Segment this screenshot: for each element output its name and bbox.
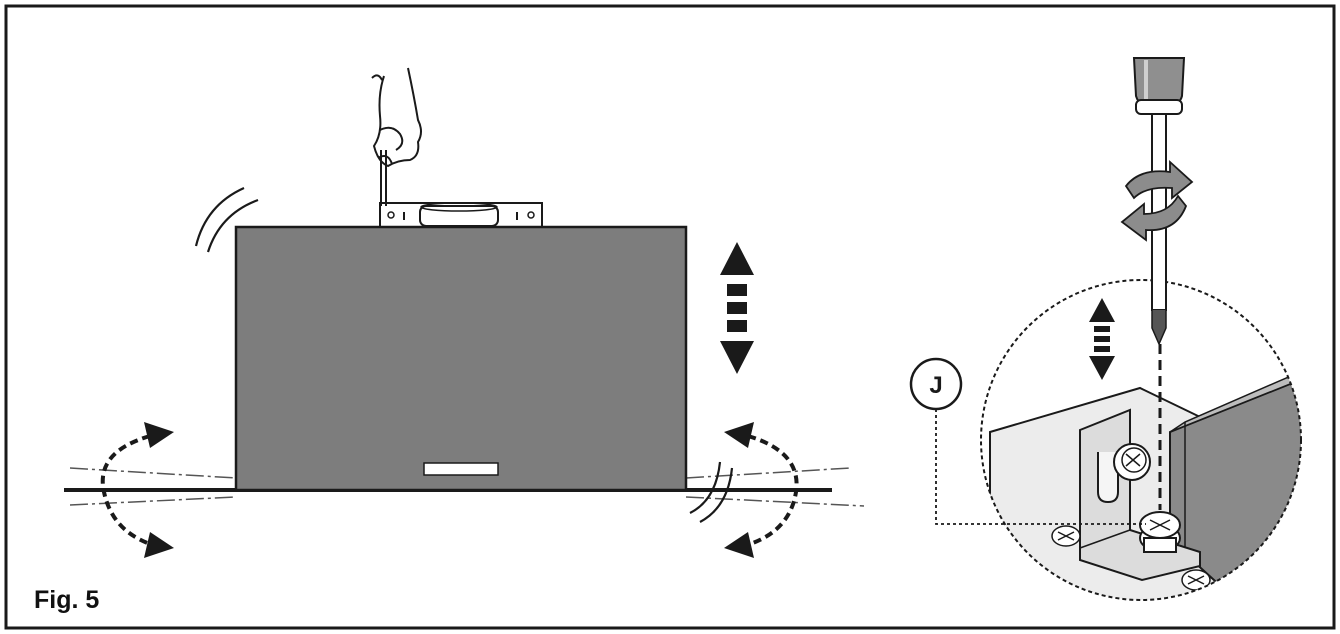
screw-icon bbox=[1181, 569, 1211, 591]
mounting-plate bbox=[379, 202, 543, 228]
hood-illustration bbox=[64, 67, 865, 558]
rotate-arrow-icon bbox=[1120, 159, 1194, 242]
motion-marks bbox=[689, 461, 734, 523]
hood-handle bbox=[423, 462, 499, 476]
screw-hole bbox=[387, 211, 395, 219]
hand-icon bbox=[371, 67, 422, 206]
screw-icon bbox=[1139, 511, 1181, 553]
up-down-arrow-icon bbox=[720, 242, 754, 374]
tilt-guide-line bbox=[69, 496, 237, 506]
hood-body bbox=[234, 225, 688, 492]
tilt-guide-line bbox=[69, 467, 237, 479]
callout-leader-line bbox=[935, 409, 1146, 525]
tilt-arrow-icon bbox=[724, 422, 799, 558]
screw-icon bbox=[1113, 443, 1151, 481]
callout-j: J bbox=[909, 357, 1146, 525]
up-down-arrow-icon bbox=[1089, 298, 1115, 380]
screw-hole bbox=[527, 211, 535, 219]
tilt-arrow-icon bbox=[100, 422, 174, 558]
motion-marks bbox=[194, 186, 259, 253]
detail-view: J bbox=[909, 57, 1302, 601]
detail-circle bbox=[980, 279, 1302, 601]
bracket-detail bbox=[981, 280, 1301, 600]
figure-frame bbox=[4, 4, 1336, 630]
figure-label: Fig. 5 bbox=[34, 586, 100, 614]
tilt-guide-line bbox=[685, 467, 851, 479]
tilt-guide-line bbox=[685, 496, 865, 507]
screw-icon bbox=[1051, 525, 1081, 547]
callout-j-label: J bbox=[929, 372, 942, 399]
